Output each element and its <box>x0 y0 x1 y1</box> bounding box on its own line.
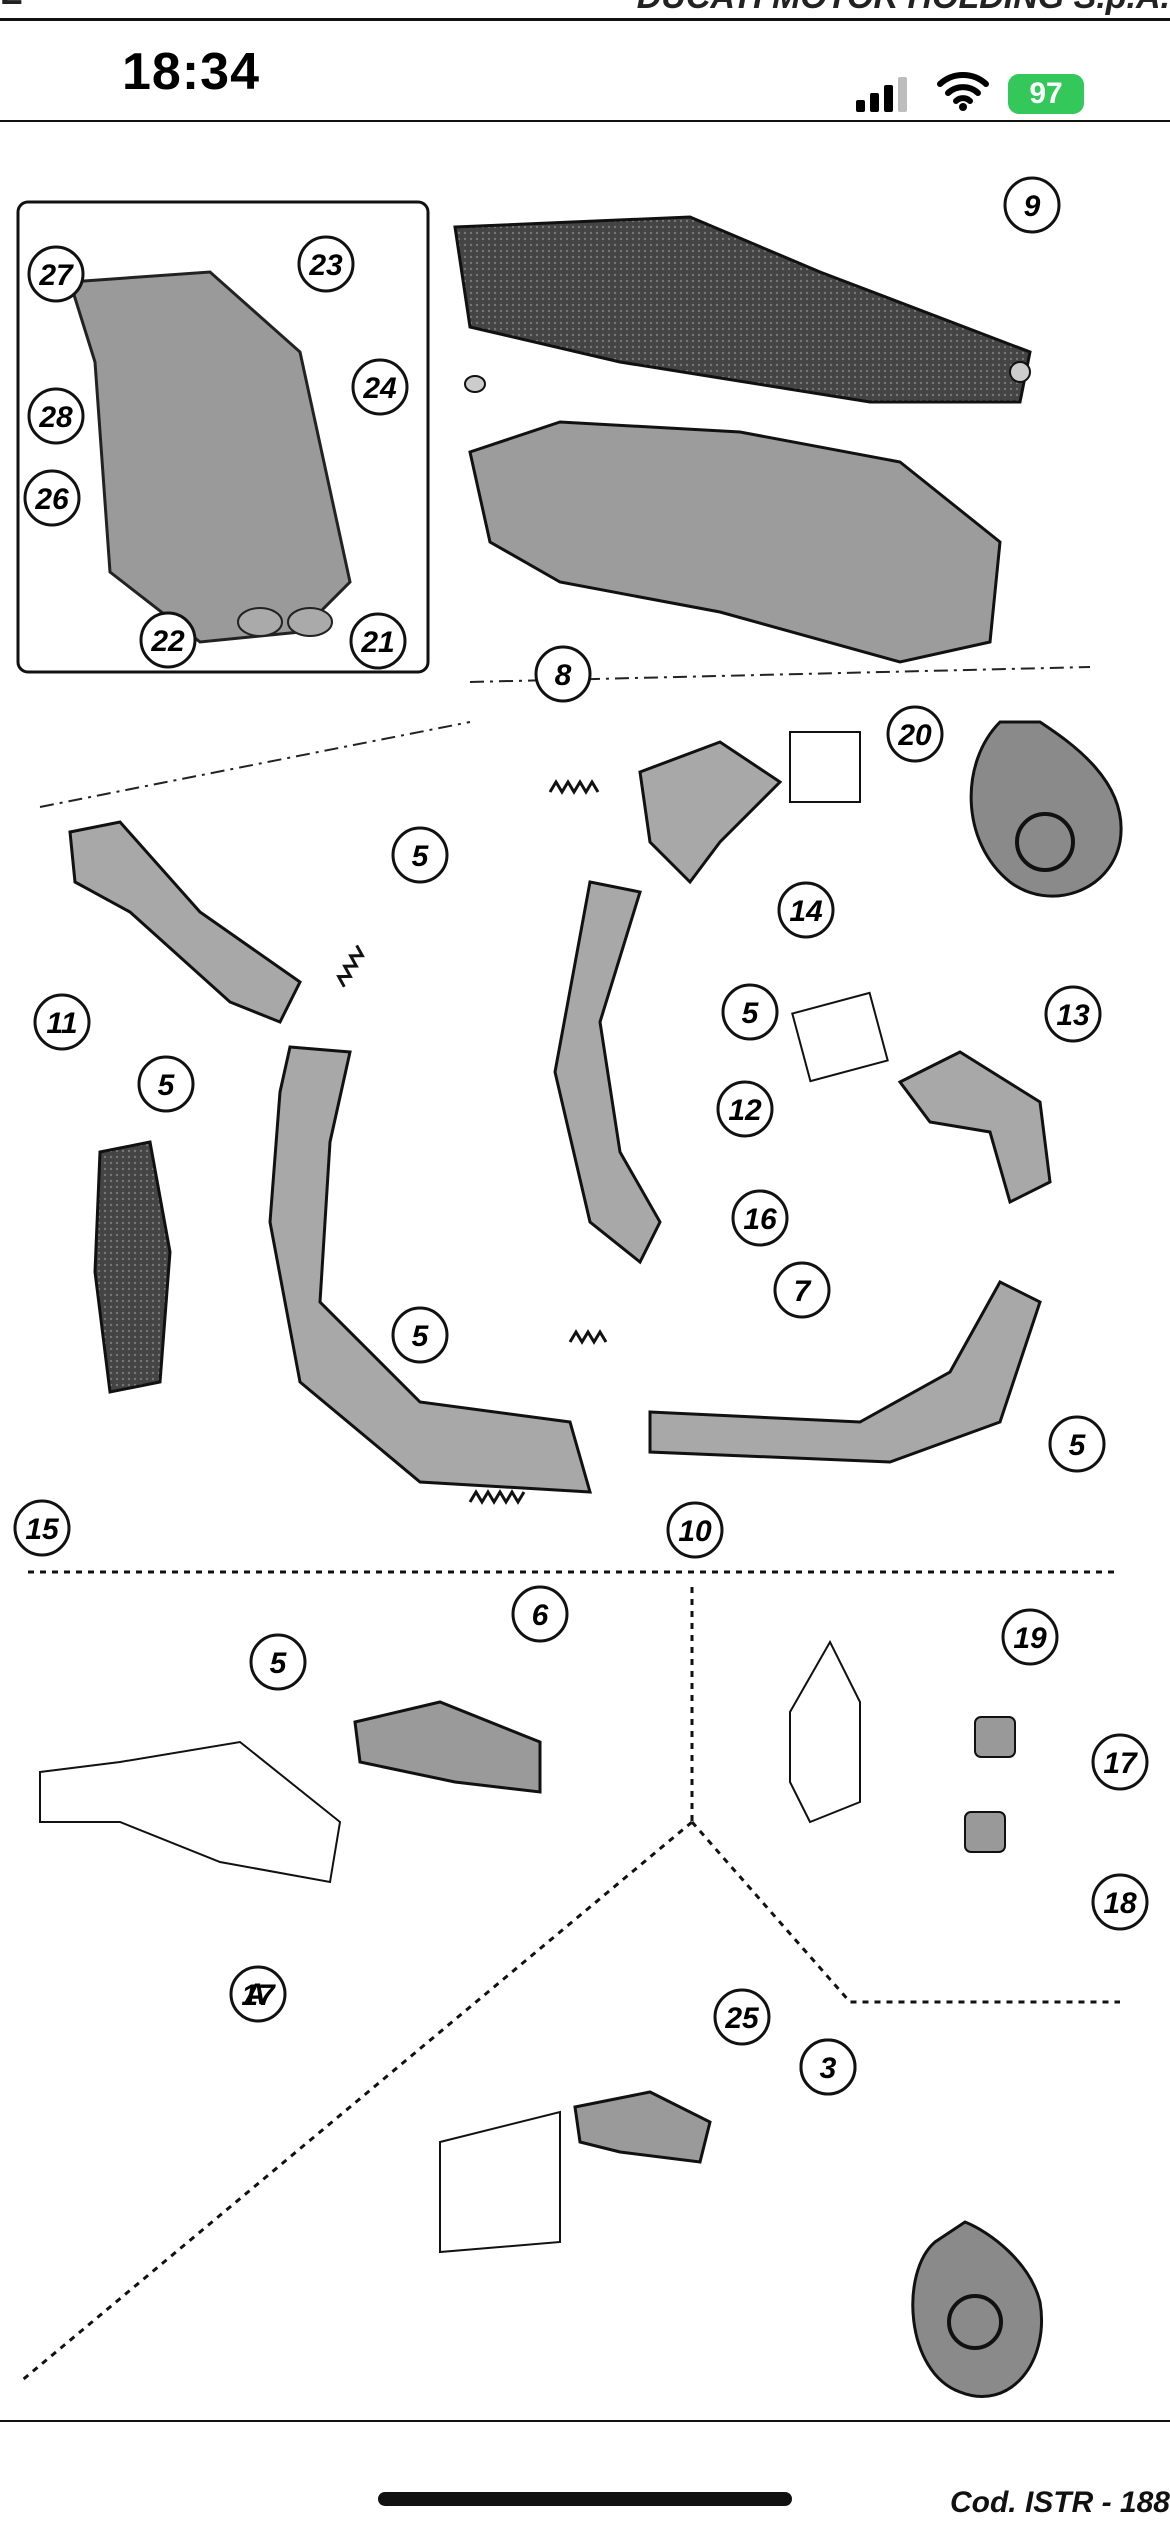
callout-circle <box>27 387 85 445</box>
bracket-6 <box>353 1700 542 1794</box>
header-left-fragment: E <box>0 0 23 13</box>
status-time: 18:34 <box>122 43 260 101</box>
callout-circle <box>1048 1415 1106 1473</box>
silencer-body-part <box>468 420 1002 664</box>
detail-inset-frame <box>16 200 430 674</box>
callout-circle <box>349 612 407 670</box>
callout-label: 28 <box>38 401 73 434</box>
exhaust-pipe-16 <box>897 1050 1052 1205</box>
page-header-fragment: E DUCATI MOTOR HOLDING S.p.A. <box>0 0 1170 21</box>
exhaust-pipe-15 <box>648 1280 1042 1464</box>
callout-circle <box>731 1189 789 1247</box>
callout-label: 3 <box>820 2052 837 2085</box>
spare-parts-bag-3 <box>911 2220 1043 2398</box>
callout-circle <box>139 611 197 669</box>
exploded-parts-diagram: 9 27 23 28 24 26 22 21 8 20 5 14 11 5 5 12 13 16 5 7 15 10 5 5 6… <box>13 176 1149 2398</box>
callout-label: 8 <box>555 659 572 692</box>
callout-label: 12 <box>728 1094 762 1127</box>
callout-label: 5 <box>158 1069 176 1102</box>
callout-circle <box>886 705 944 763</box>
callout-circle <box>511 1585 569 1643</box>
spare-parts-bag <box>969 720 1123 898</box>
header-right-fragment: DUCATI MOTOR HOLDING S.p.A. <box>637 0 1170 17</box>
footer-divider <box>0 2420 1170 2422</box>
silencer-cover-part <box>453 215 1032 404</box>
callout-label: 15 <box>25 1513 60 1546</box>
callout-circle <box>249 1633 307 1691</box>
callout-circle <box>351 358 409 416</box>
callout-label: 20 <box>897 719 932 752</box>
callout-circle <box>721 983 779 1041</box>
callout-label: 19 <box>1013 1622 1047 1655</box>
callout-label: 5 <box>412 840 430 873</box>
callout-label: 5 <box>1069 1429 1087 1462</box>
battery-indicator: 97 <box>1008 74 1088 114</box>
callout-circle <box>773 1261 831 1319</box>
callout-label: 13 <box>1056 999 1090 1032</box>
wifi-icon <box>937 72 989 111</box>
cellular-signal-icon <box>856 77 907 112</box>
callout-label: 27 <box>38 259 74 292</box>
exhaust-pipe-13 <box>553 880 662 1265</box>
callout-label: 23 <box>308 249 343 282</box>
exhaust-pipe-12 <box>268 1045 593 1494</box>
callout-circle <box>1044 985 1102 1043</box>
callout-label: 9 <box>1024 190 1041 223</box>
callout-label: 25 <box>724 2002 760 2035</box>
callout-circle <box>297 235 355 293</box>
home-indicator[interactable] <box>378 2492 792 2506</box>
callout-label: 7 <box>794 1275 812 1308</box>
callout-label: 17 <box>1103 1747 1138 1780</box>
callout-label: 5 <box>412 1320 430 1353</box>
callout-circle <box>23 469 81 527</box>
callout-label: 22 <box>150 625 185 658</box>
callout-label: 26 <box>34 483 69 516</box>
callout-label: 5 <box>742 997 760 1030</box>
callout-circle <box>716 1080 774 1138</box>
callout-circle <box>1001 1608 1059 1666</box>
exhaust-pipe-11 <box>68 820 302 1024</box>
bushing-18b <box>964 1811 1006 1853</box>
callout-circle <box>1091 1873 1149 1931</box>
callout-circle <box>534 645 592 703</box>
callout-circle <box>1003 176 1061 234</box>
callout-label: 6 <box>532 1599 549 1632</box>
status-divider <box>0 120 1170 122</box>
callout-circle <box>777 881 835 939</box>
callout-label: 11 <box>46 1007 77 1040</box>
battery-level: 97 <box>1008 74 1084 114</box>
footpeg-assembly-a <box>39 1740 342 1884</box>
rear-set-plate <box>789 1639 861 1824</box>
callout-circle <box>229 1965 287 2023</box>
callout-circle <box>799 2038 857 2096</box>
callout-circle <box>713 1988 771 2046</box>
view-label-a: A <box>243 1978 266 2011</box>
callout-circle <box>666 1501 724 1559</box>
callout-circle <box>137 1055 195 1113</box>
callout-circle <box>33 993 91 1051</box>
callout-label: 5 <box>270 1647 288 1680</box>
callout-circle <box>1091 1733 1149 1791</box>
callout-label: 24 <box>362 372 397 405</box>
callout-label: 18 <box>1103 1887 1137 1920</box>
callout-circle <box>13 1499 71 1557</box>
status-bar: 18:34 97 <box>0 20 1170 120</box>
callout-label: 16 <box>743 1203 777 1236</box>
heat-guard-part <box>93 1140 172 1394</box>
callout-circle <box>27 245 85 303</box>
callout-label: 14 <box>789 895 823 928</box>
bushing-18a <box>974 1716 1016 1758</box>
callout-label: 10 <box>678 1515 712 1548</box>
callout-label: 17 <box>241 1979 276 2012</box>
silencer-inner-view <box>68 270 352 644</box>
callout-circle <box>391 1306 449 1364</box>
callout-circle <box>391 826 449 884</box>
callout-label: 21 <box>360 626 394 659</box>
exhaust-pipe-14 <box>638 740 783 885</box>
document-code: Cod. ISTR - 188 <box>949 2486 1170 2519</box>
bracket-4 <box>573 2090 712 2164</box>
